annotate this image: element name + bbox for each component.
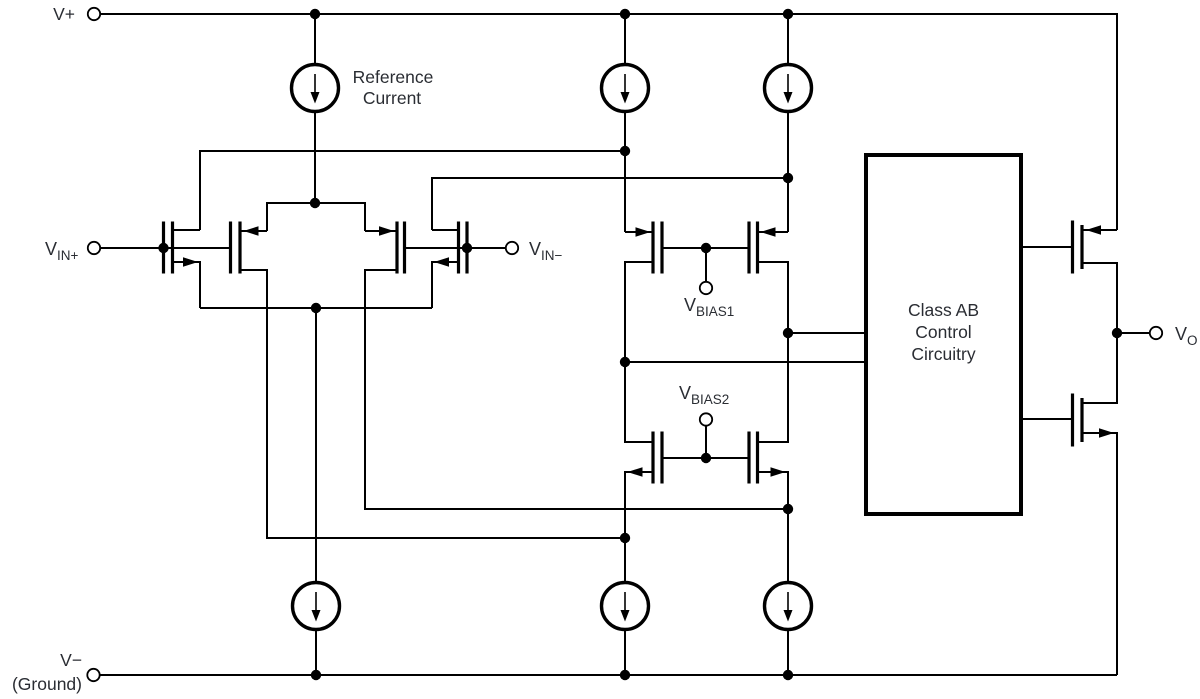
source-arrow-icon (243, 226, 259, 236)
tail-current-source-left (290, 308, 342, 675)
bottom-current-source-middle (599, 580, 651, 675)
class-ab-block: Class AB Control Circuitry (864, 153, 1023, 516)
v-in-minus-pin (504, 240, 520, 256)
current-arrow-icon (620, 610, 630, 622)
source-arrow-icon (627, 467, 643, 477)
v-in-minus-label: VIN− (529, 239, 563, 263)
current-arrow-icon (783, 610, 793, 622)
mosfet-input-inner-right (364, 221, 788, 510)
current-arrow-icon (310, 92, 320, 104)
mosfet-input-outer-right (431, 221, 469, 308)
terminal-pins (86, 6, 1164, 683)
v-out-label: VO (1175, 324, 1198, 348)
vbias2-node (663, 412, 748, 459)
mosfet-output-top (1023, 220, 1118, 404)
v-in-plus-pin (86, 240, 102, 256)
mosfet-cascode2-right (747, 431, 789, 582)
vbias1-node (663, 247, 748, 296)
v-plus-rail-wire (100, 13, 1118, 230)
reference-current-label-line1: Reference (353, 67, 434, 87)
source-arrow-icon (183, 257, 198, 267)
source-arrow-icon (434, 257, 449, 267)
reference-current-source (289, 14, 341, 203)
mosfet-output-bottom (1023, 393, 1118, 675)
top-current-source-right (762, 14, 814, 232)
mosfet-input-inner-left (228, 221, 625, 539)
bottom-current-source-right (762, 580, 814, 675)
source-arrow-icon (379, 226, 394, 236)
top-current-source-middle (599, 14, 651, 232)
mosfet-input-outer-left (161, 221, 201, 308)
class-ab-box (864, 153, 1023, 516)
ground-label: (Ground) (12, 674, 82, 694)
source-arrow-icon (635, 227, 651, 237)
class-ab-label-line2: Control (915, 322, 971, 342)
v-bias2-label: VBIAS2 (679, 383, 729, 407)
source-arrow-icon (760, 227, 776, 237)
source-arrow-icon (1086, 225, 1101, 235)
vbias2-terminal (698, 412, 714, 427)
current-arrow-icon (620, 92, 630, 104)
left-drain-wire (199, 150, 625, 230)
interconnect-wires (100, 150, 1150, 363)
v-minus-label: V− (60, 650, 82, 670)
mosfet-cascode1-right (747, 221, 789, 443)
current-arrow-icon (311, 610, 321, 622)
mosfet-cascode1-left (624, 221, 664, 443)
v-in-plus-label: VIN+ (45, 239, 79, 263)
source-arrow-icon (770, 467, 786, 477)
right-drain-wire (431, 177, 788, 230)
v-plus-pin (86, 6, 102, 22)
reference-current-label-line2: Current (363, 88, 421, 108)
v-out-pin (1148, 325, 1164, 341)
junction-dots (158, 8, 1123, 681)
v-plus-label: V+ (53, 4, 75, 24)
v-bias1-label: VBIAS1 (684, 295, 734, 319)
positive-supply-rail (100, 13, 1118, 230)
vbias1-terminal (698, 280, 714, 296)
v-minus-pin (86, 667, 101, 683)
class-ab-label-line1: Class AB (908, 300, 979, 320)
class-ab-label-line3: Circuitry (911, 344, 975, 364)
source-arrow-icon (1099, 428, 1114, 438)
mosfet-cascode2-left (624, 431, 664, 582)
current-arrow-icon (783, 92, 793, 104)
